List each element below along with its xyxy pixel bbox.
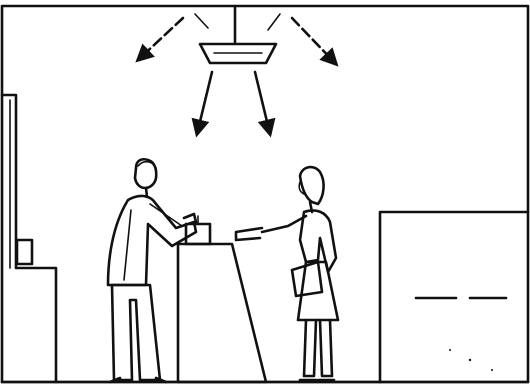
light-ray-lower-right — [255, 72, 270, 134]
light-ray-upper-left — [138, 18, 183, 60]
cup-on-shelf — [17, 240, 32, 264]
light-ray-lower-left — [197, 72, 212, 134]
man-figure — [108, 159, 196, 382]
back-shelf — [2, 95, 56, 382]
purse — [292, 262, 322, 296]
woman-figure — [236, 167, 338, 380]
side-cabinet — [380, 212, 528, 382]
light-rays — [138, 14, 336, 134]
light-ray-upper-right — [292, 18, 336, 64]
ceiling-lamp — [200, 6, 276, 63]
service-counter — [178, 216, 266, 382]
cash-register — [186, 224, 210, 244]
